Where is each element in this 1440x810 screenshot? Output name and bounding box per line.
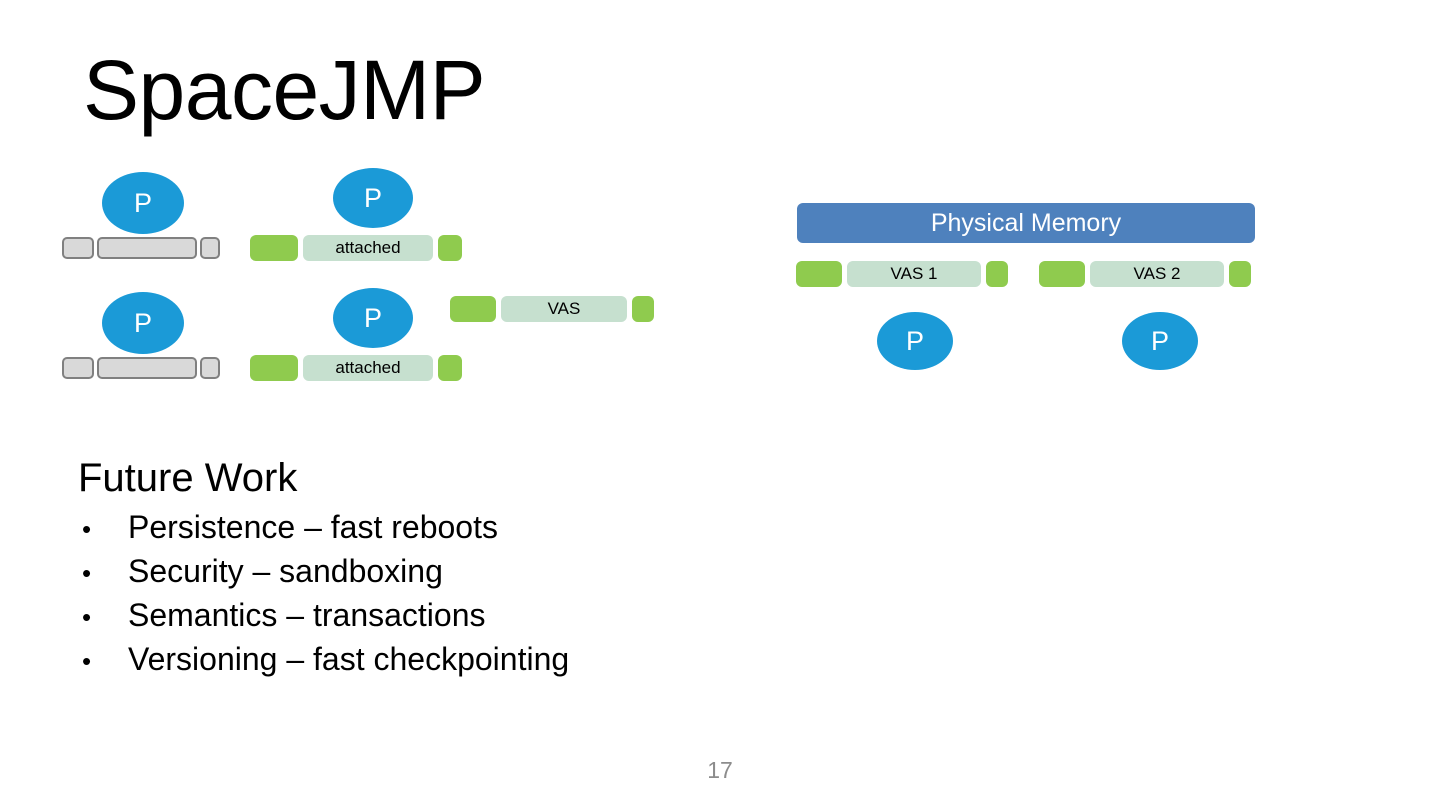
vas-region: VAS <box>501 296 627 322</box>
grey-segment-body <box>97 237 197 259</box>
list-item-label: Persistence – fast reboots <box>128 509 498 545</box>
process-ellipse-vas1: P <box>877 312 953 370</box>
process-ellipse-vas2: P <box>1122 312 1198 370</box>
list-item-label: Versioning – fast checkpointing <box>128 641 570 678</box>
attached-address-space-bar-row2: attached <box>250 355 462 381</box>
page-title: SpaceJMP <box>83 43 486 137</box>
green-segment-tail <box>632 296 654 322</box>
green-segment-head <box>450 296 496 322</box>
grey-segment-tail <box>200 357 220 379</box>
process-label: P <box>133 307 152 338</box>
bullet-dot-icon: • <box>82 558 92 589</box>
vas-region: VAS 2 <box>1090 261 1224 287</box>
process-ellipse-row2-detached: P <box>102 292 184 354</box>
physical-memory-label: Physical Memory <box>930 208 1122 237</box>
green-segment-tail <box>438 235 462 261</box>
green-segment-head <box>250 235 298 261</box>
process-ellipse-row2-attached: P <box>333 288 413 348</box>
attached-address-space-bar-row1: attached <box>250 235 462 261</box>
green-segment-tail <box>438 355 462 381</box>
body-content: Future Work • Persistence – fast reboots… <box>78 455 838 682</box>
list-item-label: Semantics – transactions <box>128 597 486 634</box>
list-item: • Versioning – fast checkpointing <box>78 637 838 681</box>
bullet-dot-icon: • <box>82 602 92 633</box>
process-label: P <box>905 325 924 356</box>
green-segment-head <box>1039 261 1085 287</box>
grey-segment-head <box>62 357 94 379</box>
vas-label: VAS 2 <box>1133 264 1181 283</box>
process-ellipse-row1-detached: P <box>102 172 184 234</box>
free-vas-bar: VAS <box>450 296 654 322</box>
page-number: 17 <box>707 757 733 783</box>
bullet-dot-icon: • <box>82 646 92 677</box>
green-segment-head <box>250 355 298 381</box>
detached-address-space-bar-row1 <box>62 237 220 259</box>
body-heading: Future Work <box>78 456 298 500</box>
detached-address-space-bar-row2 <box>62 357 220 379</box>
process-label: P <box>363 302 382 333</box>
grey-segment-body <box>97 357 197 379</box>
physical-memory-block: Physical Memory <box>797 203 1255 243</box>
vas-bar-2: VAS 2 <box>1039 261 1251 287</box>
list-item: • Semantics – transactions <box>78 593 838 637</box>
bullet-dot-icon: • <box>82 514 92 544</box>
list-item-label: Security – sandboxing <box>128 553 443 590</box>
green-segment-tail <box>986 261 1008 287</box>
list-item: • Security – sandboxing <box>78 549 838 593</box>
vas-region: VAS 1 <box>847 261 981 287</box>
attached-region: attached <box>303 355 433 381</box>
vas-label: VAS <box>547 299 581 318</box>
attached-label: attached <box>335 238 401 257</box>
grey-segment-tail <box>200 237 220 259</box>
vas-label: VAS 1 <box>890 264 938 283</box>
process-label: P <box>1150 325 1169 356</box>
list-item: • Persistence – fast reboots <box>78 505 838 549</box>
attached-label: attached <box>335 358 401 377</box>
vas-bar-1: VAS 1 <box>796 261 1008 287</box>
process-label: P <box>363 182 382 213</box>
process-ellipse-row1-attached: P <box>333 168 413 228</box>
green-segment-head <box>796 261 842 287</box>
attached-region: attached <box>303 235 433 261</box>
green-segment-tail <box>1229 261 1251 287</box>
process-label: P <box>133 187 152 218</box>
grey-segment-head <box>62 237 94 259</box>
